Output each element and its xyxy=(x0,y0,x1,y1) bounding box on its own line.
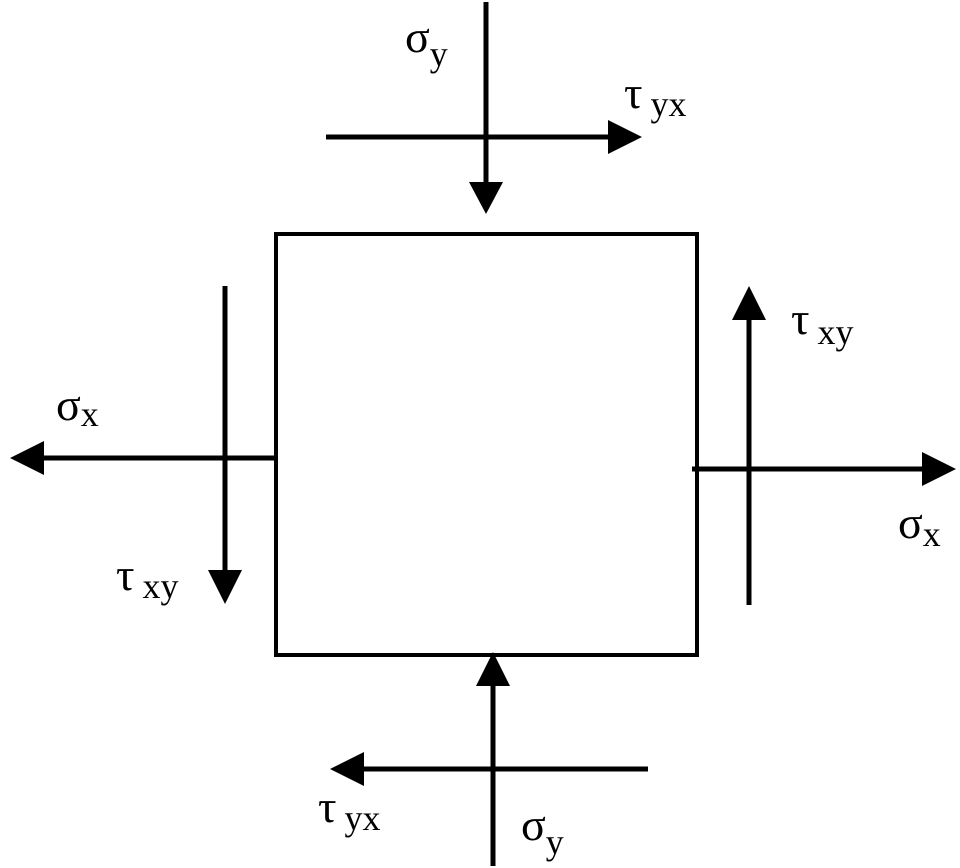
label-sigma-y-top: σy xyxy=(405,11,448,74)
sigma-x-left-arrow xyxy=(10,441,276,475)
tau-xy-left-arrow xyxy=(208,286,242,604)
sigma-y-bottom-arrow xyxy=(476,652,510,866)
sigma-x-right-arrow xyxy=(692,452,956,486)
tau-xy-right-arrow xyxy=(732,286,766,605)
tau-yx-bottom-arrow xyxy=(330,752,648,786)
stress-element-square xyxy=(274,232,699,657)
label-sigma-y-bottom: σy xyxy=(521,799,564,862)
label-sigma-x-left: σx xyxy=(56,379,99,434)
label-sigma-x-right: σx xyxy=(898,497,941,554)
tau-yx-top-arrow xyxy=(326,120,642,154)
sigma-y-top-arrow xyxy=(469,2,503,214)
